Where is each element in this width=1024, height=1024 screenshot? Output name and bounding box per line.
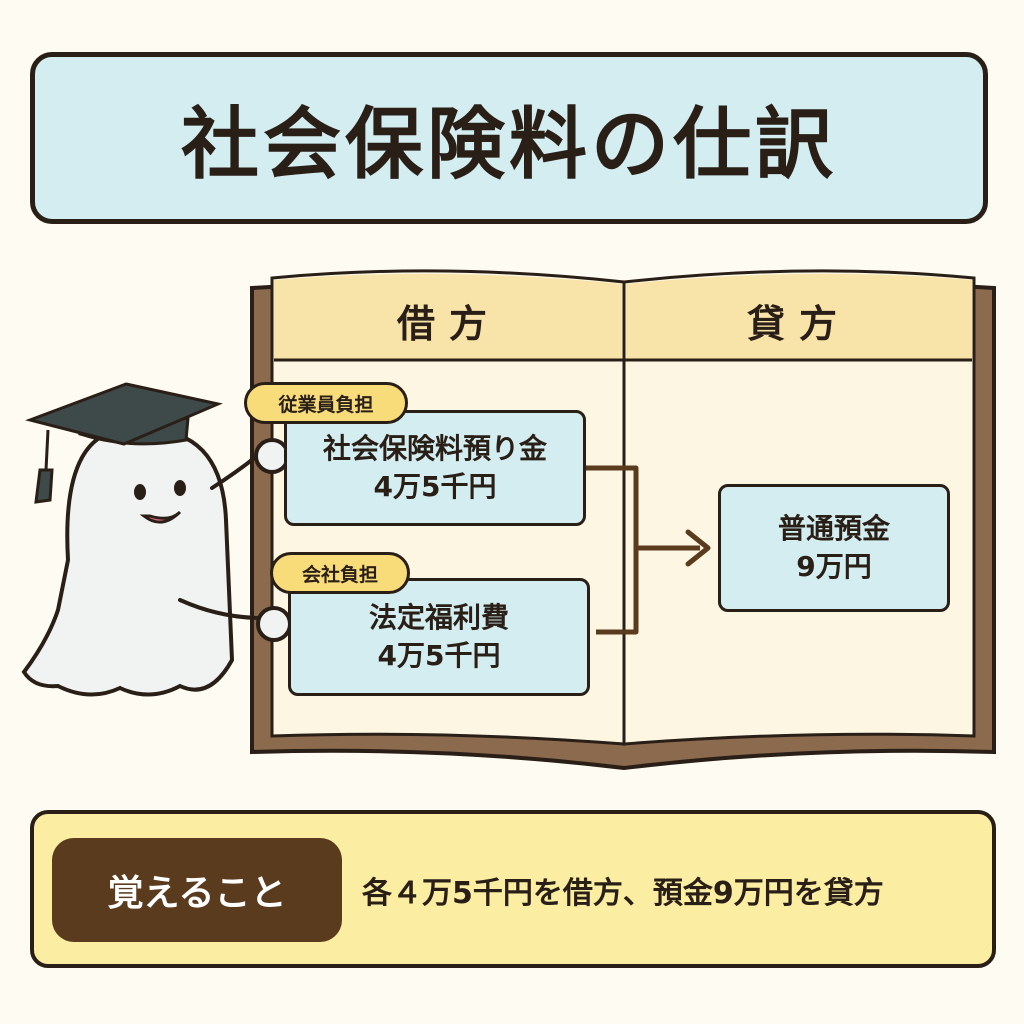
debit-entry-company: 法定福利費 4万5千円 bbox=[288, 578, 590, 696]
memo-text: 各４万5千円を借方、預金9万円を貸方 bbox=[362, 876, 884, 911]
page-title: 社会保険料の仕訳 bbox=[180, 100, 837, 190]
entry-account: 社会保険料預り金 bbox=[322, 432, 547, 466]
graduation-cap-icon bbox=[25, 382, 223, 504]
entry-account: 普通預金 bbox=[777, 512, 890, 546]
entry-amount: 4万5千円 bbox=[377, 639, 501, 672]
connector-line bbox=[586, 465, 700, 635]
arrow-right-icon bbox=[685, 529, 711, 567]
title-banner: 社会保険料の仕訳 bbox=[30, 52, 988, 224]
tag-company-share: 会社負担 bbox=[270, 552, 410, 594]
entry-amount: 4万5千円 bbox=[373, 470, 497, 503]
memo-label: 覚えること bbox=[52, 838, 342, 942]
credit-header-band bbox=[626, 273, 972, 360]
tag-employee-share: 従業員負担 bbox=[244, 382, 408, 424]
credit-entry: 普通預金 9万円 bbox=[718, 484, 950, 612]
debit-entry-employee: 社会保険料預り金 4万5千円 bbox=[284, 410, 586, 526]
credit-header: 貸方 bbox=[746, 301, 851, 346]
debit-header-band bbox=[274, 273, 622, 360]
entry-account: 法定福利費 bbox=[368, 601, 509, 635]
entry-amount: 9万円 bbox=[796, 550, 872, 583]
debit-header: 借方 bbox=[396, 301, 501, 346]
ghost-mascot bbox=[21, 427, 292, 697]
